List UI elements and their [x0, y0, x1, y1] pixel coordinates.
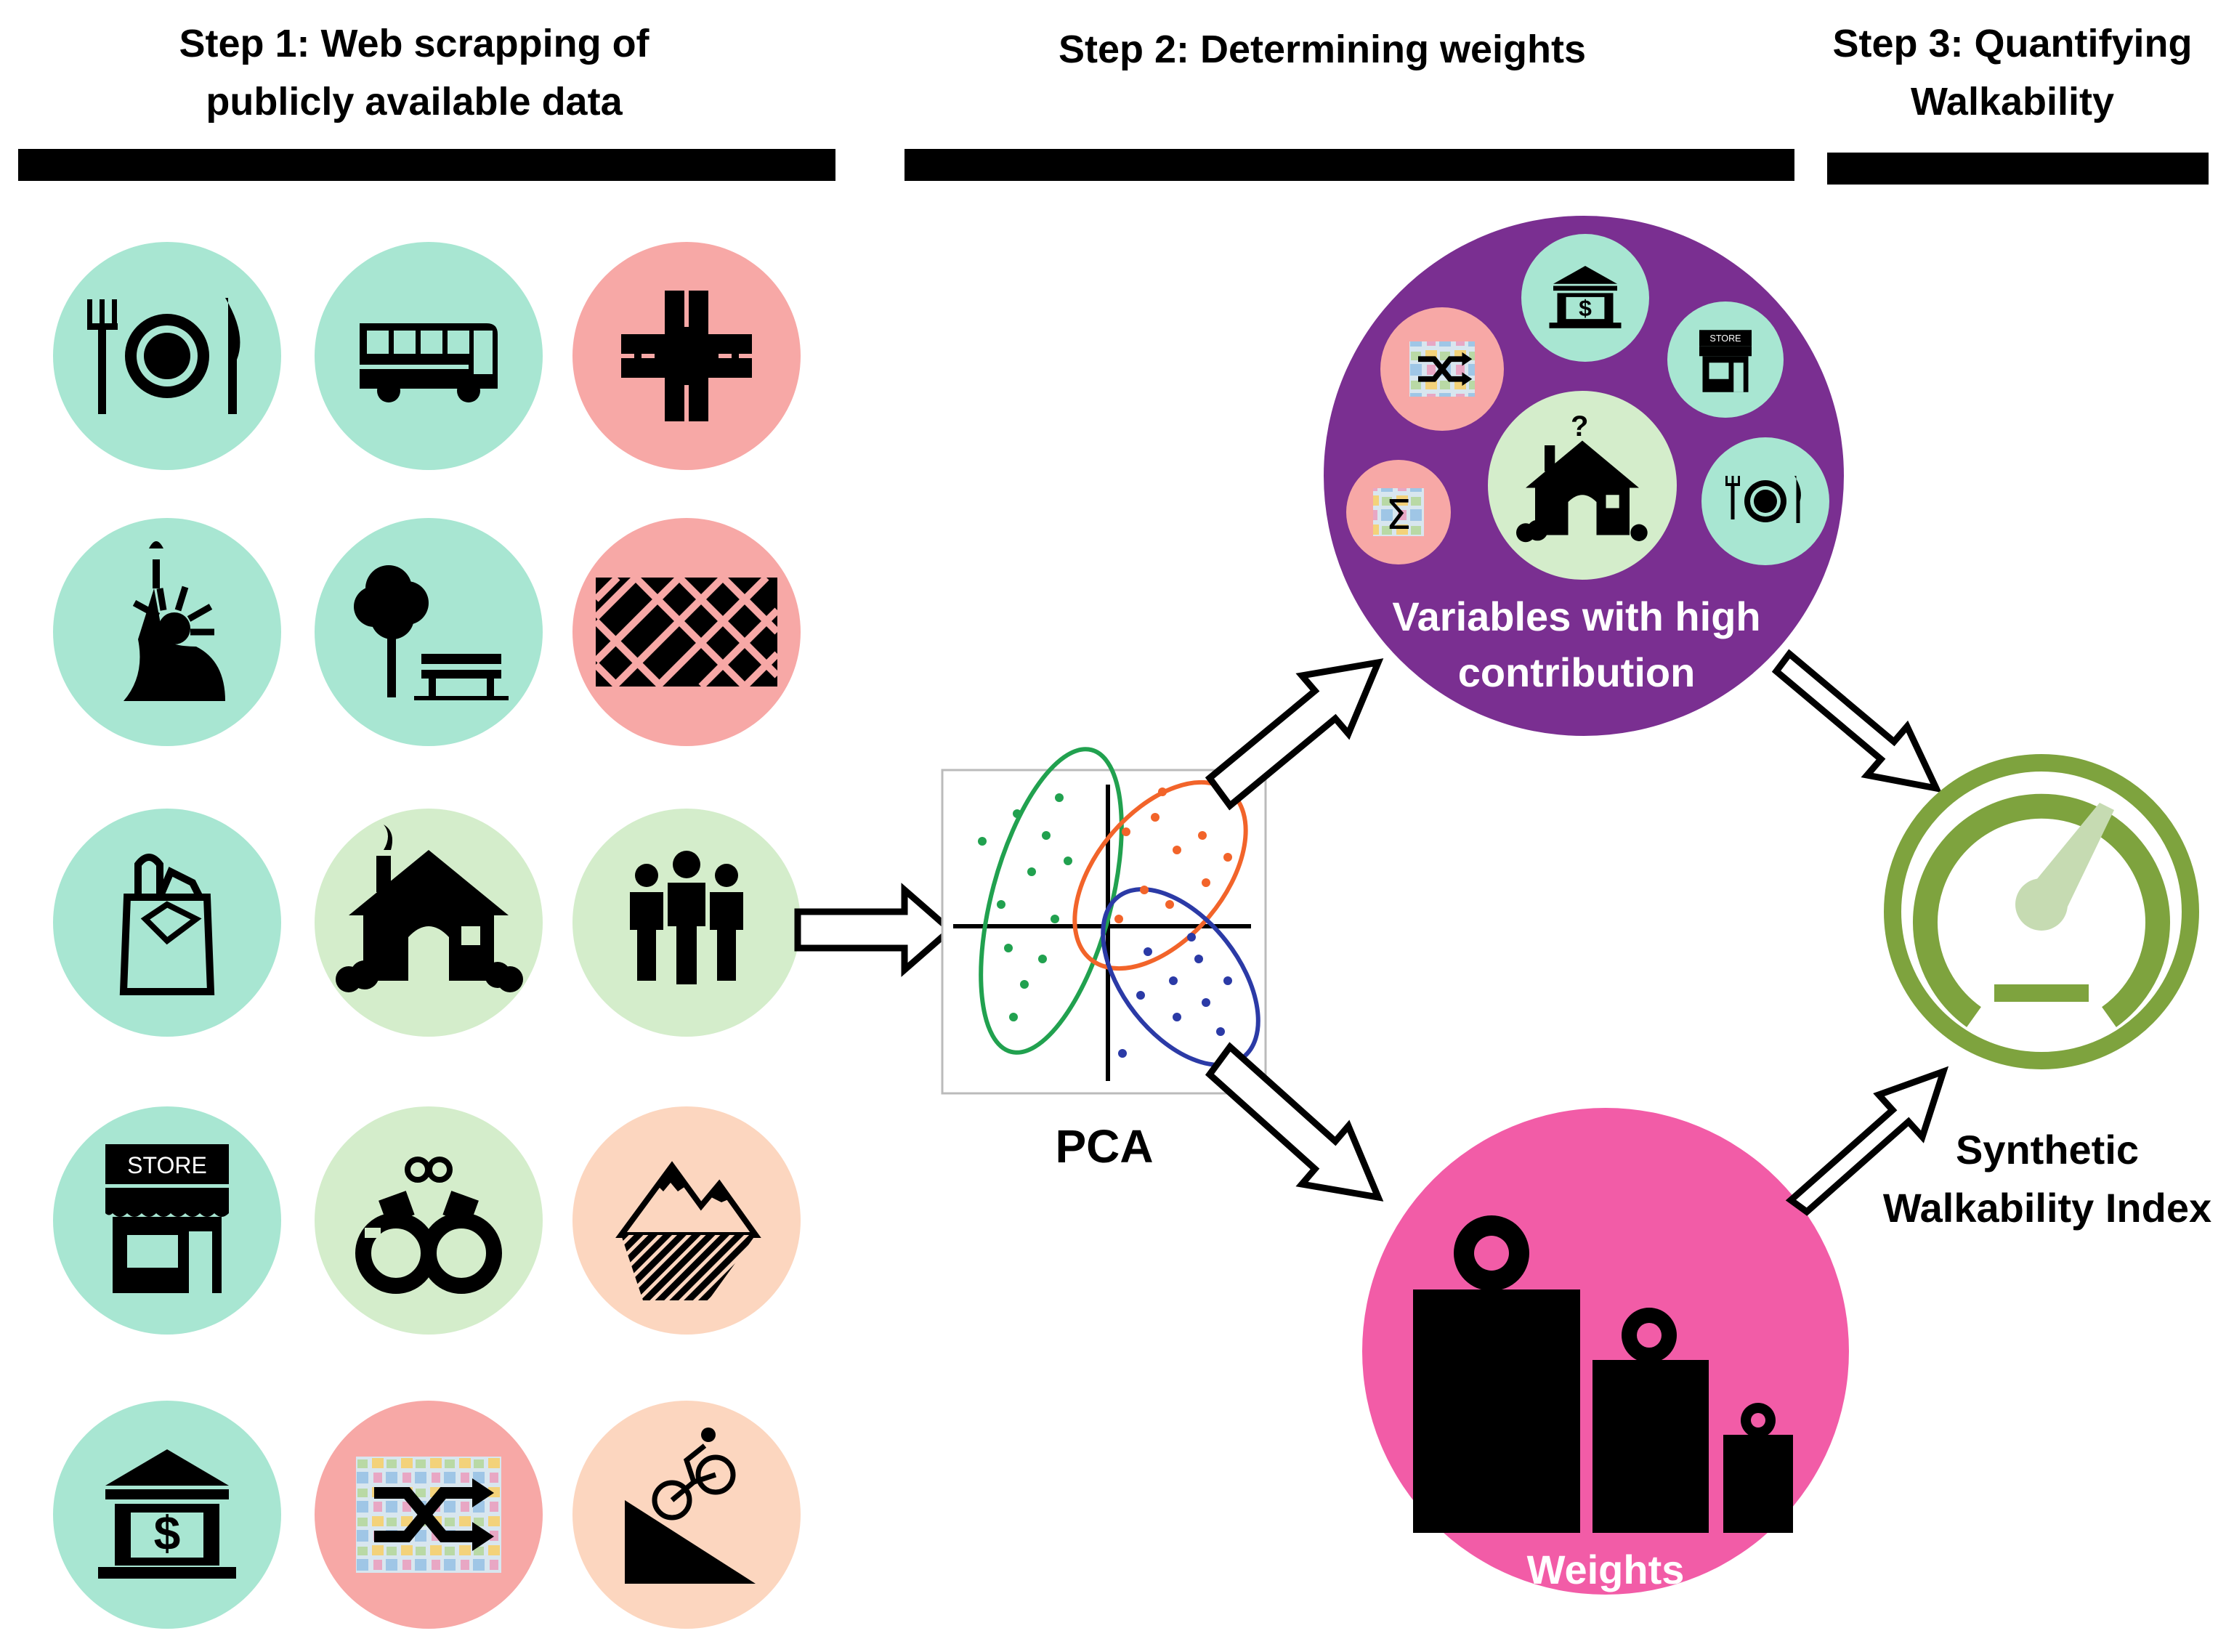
- pca-point: [1114, 915, 1123, 923]
- pca-point: [1173, 846, 1181, 854]
- pca-point: [1055, 793, 1064, 802]
- pca-point: [1051, 915, 1059, 923]
- bank-icon: $: [98, 1449, 236, 1579]
- pca-point: [1020, 980, 1029, 989]
- pca-point: [978, 837, 987, 846]
- sigma-icon: Σ: [1385, 492, 1411, 539]
- pca-point: [1064, 857, 1072, 865]
- svg-text:STORE: STORE: [127, 1152, 207, 1178]
- pca-point: [1216, 1027, 1225, 1036]
- step1-icon-grid: STORE $: [53, 242, 801, 1629]
- svg-text:STORE: STORE: [1709, 333, 1741, 344]
- grid-tile-store: STORE: [53, 1106, 281, 1335]
- pca-point: [1202, 878, 1210, 887]
- house-icon: [1516, 440, 1648, 543]
- bank-icon: $: [1549, 266, 1622, 328]
- grid-tile-street-grid: [572, 518, 801, 746]
- grid-tile-cyclist-slope: [572, 1401, 801, 1629]
- pca-point: [1004, 944, 1013, 952]
- weights-label: Weights: [1527, 1547, 1685, 1592]
- street-grid-icon: [593, 575, 780, 689]
- variables-label-line2: contribution: [1458, 649, 1696, 695]
- step3-bar: [1827, 153, 2209, 185]
- pca-point: [1013, 809, 1021, 818]
- handcuffs-icon: [355, 1157, 502, 1294]
- arrow-weights-to-index: [1785, 1066, 1949, 1216]
- pca-point: [1042, 831, 1051, 840]
- land-use-mix-icon: [356, 1457, 501, 1573]
- pca-point: [1122, 827, 1130, 836]
- variables-icons: $ STORE: [1346, 234, 1829, 580]
- grid-tile-land-use-mix: [315, 1401, 543, 1629]
- arrow-grid-to-pca: [794, 883, 955, 977]
- store-icon: STORE: [1699, 330, 1752, 392]
- speedometer-icon: [1884, 754, 2199, 1069]
- svg-text:$: $: [154, 1506, 181, 1560]
- mountain-icon: [615, 1161, 761, 1300]
- grid-tile-road-intersection: [572, 242, 801, 470]
- dining-icon: [1725, 476, 1801, 523]
- cyclist-slope-icon: [625, 1428, 756, 1584]
- pca-point: [1027, 867, 1036, 876]
- grid-tile-mountain: [572, 1106, 801, 1335]
- pca-label: PCA: [1055, 1120, 1153, 1173]
- svg-text:$: $: [1579, 295, 1592, 321]
- pca-point: [1194, 955, 1203, 963]
- grid-tile-bank: $: [53, 1401, 281, 1629]
- road-intersection-icon: [621, 291, 752, 421]
- pca-point: [1223, 853, 1232, 862]
- population-icon: [630, 851, 743, 984]
- pca-point: [1136, 991, 1145, 1000]
- pca-point: [997, 900, 1005, 909]
- pca-point: [1223, 976, 1232, 985]
- pca-point: [1187, 933, 1196, 942]
- arrow-pca-to-variables: [1205, 658, 1384, 811]
- pca-point: [1140, 886, 1149, 894]
- grid-tile-park-bench: [315, 518, 543, 746]
- pca-point: [1118, 1049, 1127, 1058]
- weights-icon: [1413, 1215, 1793, 1533]
- grid-tile-handcuffs: [315, 1106, 543, 1335]
- pca-point: [1158, 787, 1167, 796]
- step2-bar: [904, 149, 1794, 181]
- grid-tile-population: [572, 809, 801, 1037]
- step1-title: Step 1: Web scrapping of publicly availa…: [179, 22, 649, 124]
- pca-point: [1169, 976, 1178, 985]
- statue-of-liberty-icon: [124, 541, 225, 701]
- park-bench-icon: [354, 565, 509, 700]
- pca-point: [1165, 900, 1174, 909]
- grocery-bag-icon: [119, 854, 215, 995]
- pca-point: [1038, 955, 1047, 963]
- store-icon: STORE: [105, 1144, 229, 1293]
- bus-icon: [360, 323, 498, 402]
- grid-tile-dining: [53, 242, 281, 470]
- grid-tile-grocery-bag: [53, 809, 281, 1037]
- index-label-line1: Synthetic: [1956, 1127, 2139, 1173]
- arrow-pca-to-weights: [1205, 1042, 1384, 1202]
- pca-point: [1009, 1013, 1018, 1021]
- land-use-mix-icon: [1417, 352, 1473, 386]
- arrow-variables-to-index: [1771, 649, 1942, 793]
- step3-title: Step 3: Quantifying Walkability: [1832, 22, 2193, 124]
- grid-tile-house: [315, 809, 543, 1037]
- pca-point: [1151, 813, 1160, 822]
- house-icon: [336, 825, 523, 992]
- variables-label-line1: Variables with high: [1392, 594, 1760, 639]
- svg-text:?: ?: [1571, 410, 1588, 442]
- grid-tile-bus: [315, 242, 543, 470]
- pca-plot: [941, 747, 1267, 1095]
- step1-bar: [18, 149, 835, 181]
- pca-point: [1144, 947, 1152, 956]
- pca-point: [1173, 1013, 1181, 1021]
- step2-title: Step 2: Determining weights: [1058, 28, 1587, 71]
- dining-icon: [87, 298, 240, 414]
- pca-point: [1198, 831, 1207, 840]
- pca-point: [1202, 998, 1210, 1007]
- index-label-line2: Walkability Index: [1883, 1185, 2211, 1231]
- grid-tile-statue-of-liberty: [53, 518, 281, 746]
